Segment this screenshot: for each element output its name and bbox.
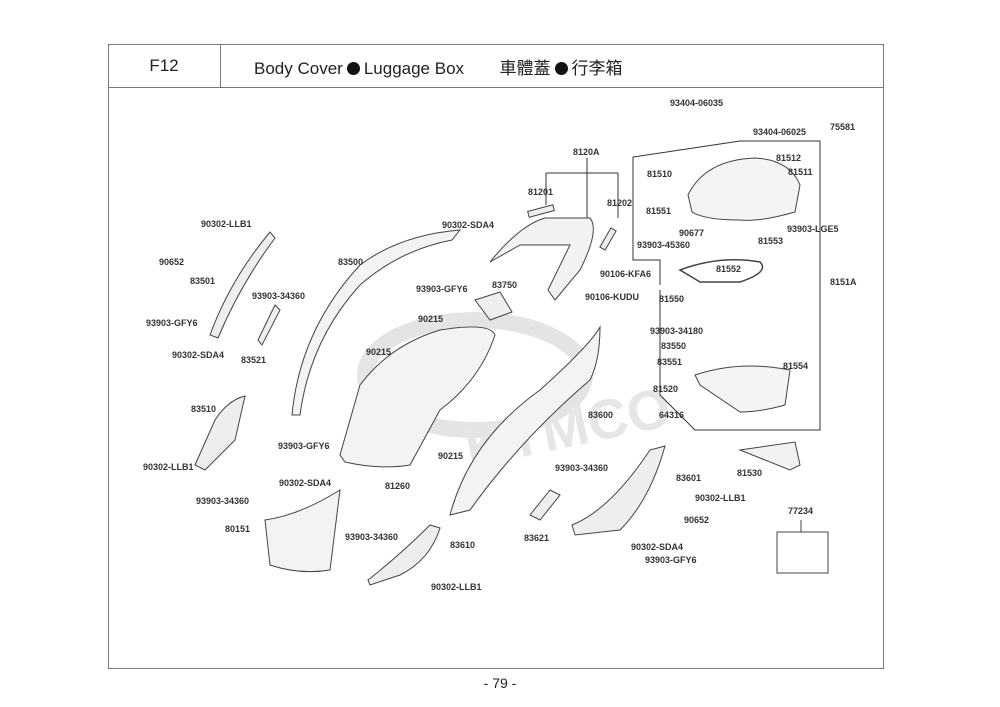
part-label: 93903-LGE5 bbox=[787, 224, 839, 234]
bullet-icon bbox=[554, 62, 568, 75]
part-label: 81550 bbox=[659, 294, 685, 304]
part-label: 81202 bbox=[607, 198, 633, 208]
part-label: 93903-34360 bbox=[196, 496, 250, 506]
part-label: 81260 bbox=[385, 481, 411, 491]
part-label: 81511 bbox=[788, 167, 813, 177]
part-label: 81551 bbox=[646, 206, 672, 216]
part-label: 90302-LLB1 bbox=[431, 582, 482, 592]
title-en-part2: Luggage Box bbox=[363, 59, 465, 78]
page-number: - 79 - bbox=[483, 675, 517, 691]
part-label: 90302-SDA4 bbox=[279, 478, 332, 488]
part-label: 64316 bbox=[659, 410, 685, 420]
part-label: 83510 bbox=[191, 404, 217, 414]
part-label: 93903-GFY6 bbox=[645, 555, 697, 565]
part-label: 83600 bbox=[588, 410, 614, 420]
title-zh-part2: 行李箱 bbox=[571, 59, 623, 78]
luggage-base-plate bbox=[738, 441, 801, 471]
part-label: 90302-LLB1 bbox=[695, 493, 746, 503]
part-label: 81554 bbox=[783, 361, 809, 371]
right-body-cover-83600 bbox=[449, 325, 601, 516]
part-label: 80151 bbox=[225, 524, 251, 534]
part-label: 90302-LLB1 bbox=[201, 219, 252, 229]
right-lower-cover-83601 bbox=[571, 445, 666, 536]
part-label: 90106-KUDU bbox=[585, 292, 640, 302]
part-label: 83610 bbox=[450, 540, 476, 550]
part-label: 90652 bbox=[159, 257, 185, 267]
luggage-box-lid bbox=[687, 157, 801, 221]
part-label: 81530 bbox=[737, 468, 763, 478]
part-label: 90106-KFA6 bbox=[600, 269, 652, 279]
bullet-icon bbox=[346, 62, 360, 75]
part-label: 83550 bbox=[661, 341, 687, 351]
part-label: 77234 bbox=[788, 506, 814, 516]
part-label: 93903-34360 bbox=[345, 532, 399, 542]
part-label: 83551 bbox=[657, 357, 683, 367]
part-label: 90677 bbox=[679, 228, 705, 238]
part-label: 75581 bbox=[830, 122, 856, 132]
part-label: 83621 bbox=[524, 533, 550, 543]
part-label: 8151A bbox=[830, 277, 857, 287]
part-label: 83521 bbox=[241, 355, 267, 365]
lock-assembly-box bbox=[776, 531, 829, 574]
part-label: 83500 bbox=[338, 257, 364, 267]
part-label: 93903-GFY6 bbox=[146, 318, 198, 328]
title-zh-part1: 車體蓋 bbox=[499, 59, 551, 78]
part-label: 93903-34180 bbox=[650, 326, 704, 336]
section-code: F12 bbox=[108, 44, 221, 88]
part-label: 93404-06025 bbox=[753, 127, 807, 137]
title-en-part1: Body Cover bbox=[254, 59, 343, 78]
part-label: 90302-LLB1 bbox=[143, 462, 194, 472]
part-label: 81553 bbox=[758, 236, 784, 246]
part-label: 93404-06035 bbox=[670, 98, 724, 108]
part-label: 81552 bbox=[716, 264, 742, 274]
bracket-83621 bbox=[529, 489, 561, 521]
part-label: 93903-GFY6 bbox=[278, 441, 330, 451]
part-label: 83601 bbox=[676, 473, 702, 483]
part-label: 90215 bbox=[438, 451, 464, 461]
part-label: 93903-GFY6 bbox=[416, 284, 468, 294]
underseat-storage-81260 bbox=[339, 326, 496, 468]
header-divider bbox=[221, 87, 884, 88]
part-label: 81520 bbox=[653, 384, 679, 394]
left-cover-molding-83501 bbox=[209, 231, 276, 339]
part-label: 81201 bbox=[528, 187, 554, 197]
part-label: 8120A bbox=[573, 147, 600, 157]
part-label: 83750 bbox=[492, 280, 518, 290]
part-label: 90302-SDA4 bbox=[631, 542, 684, 552]
part-label: 90302-SDA4 bbox=[442, 220, 495, 230]
rear-carrier-rack bbox=[489, 217, 594, 301]
part-label: 90215 bbox=[366, 347, 392, 357]
part-label: 90215 bbox=[418, 314, 444, 324]
front-lower-cover-80151 bbox=[264, 489, 341, 573]
luggage-box-base bbox=[694, 365, 791, 413]
part-label: 83501 bbox=[190, 276, 216, 286]
part-label: 93903-34360 bbox=[555, 463, 609, 473]
part-label: 81512 bbox=[776, 153, 802, 163]
section-code-text: F12 bbox=[149, 55, 179, 75]
left-body-cover-83500 bbox=[291, 229, 462, 416]
diagram-frame bbox=[108, 44, 884, 669]
part-label: 90302-SDA4 bbox=[172, 350, 225, 360]
luggage-box-gasket bbox=[678, 259, 764, 283]
part-label: 90652 bbox=[684, 515, 710, 525]
left-lower-cover-83510 bbox=[194, 395, 246, 471]
page-title: Body Cover Luggage Box 車體蓋 行李箱 bbox=[254, 54, 623, 79]
cover-plate-83750 bbox=[474, 291, 513, 321]
group-bracket-8151A bbox=[632, 157, 661, 285]
part-label: 93903-45360 bbox=[637, 240, 691, 250]
lower-cover-83610 bbox=[367, 524, 441, 586]
part-label: 93903-34360 bbox=[252, 291, 306, 301]
part-label: 81510 bbox=[647, 169, 673, 179]
